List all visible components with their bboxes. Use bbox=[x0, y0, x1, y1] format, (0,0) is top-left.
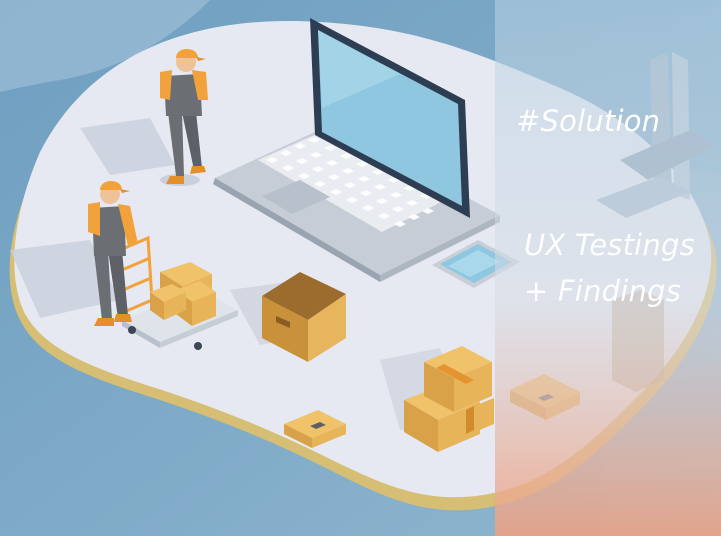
laptop-icon bbox=[213, 18, 500, 282]
cardboard-box-icon bbox=[262, 272, 346, 362]
heading-line-1: UX Testings bbox=[524, 228, 695, 262]
worker-standing-icon bbox=[160, 49, 208, 186]
overlay-panel bbox=[495, 0, 721, 536]
heading-line-2: + Findings bbox=[524, 274, 681, 308]
cardboard-box-icon bbox=[284, 410, 346, 448]
shadow bbox=[10, 240, 120, 318]
cardboard-box-icon bbox=[404, 346, 494, 452]
shadow bbox=[80, 118, 175, 175]
worker-pushing-cart-icon bbox=[88, 181, 238, 350]
solution-tag: #Solution bbox=[516, 104, 661, 138]
bg-blob bbox=[0, 0, 210, 92]
